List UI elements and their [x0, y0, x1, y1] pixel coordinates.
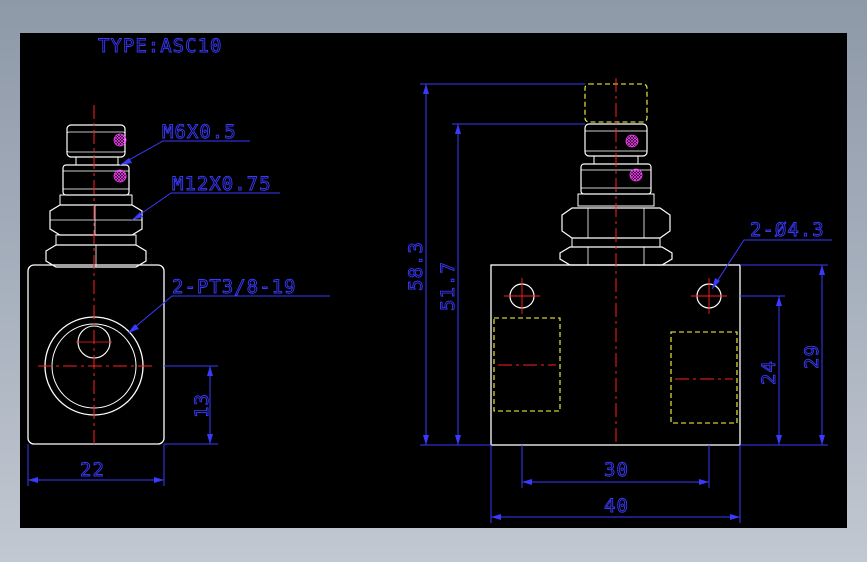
front-view [490, 78, 741, 446]
dim-total-height: 58.3 [405, 241, 427, 291]
callout-port: 2-PT3/8-19 [172, 276, 296, 298]
side-view [27, 105, 165, 445]
dim-body-height: 29 [801, 344, 823, 369]
hex-nut [49, 204, 143, 236]
dim-width-side: 22 [80, 459, 105, 481]
callout-thread-cap: M6X0.5 [162, 121, 237, 143]
front-view-dims [420, 83, 832, 523]
callout-thread-nut: M12X0.75 [172, 173, 272, 195]
hidden-port-left [493, 317, 561, 412]
knurl-mark [629, 168, 643, 182]
side-body [27, 264, 165, 445]
knurl-mark [113, 133, 127, 147]
hidden-port-right [670, 331, 738, 424]
side-view-dims [27, 140, 330, 486]
knurl-mark [113, 169, 127, 183]
dim-height-to-knob: 51.7 [437, 261, 459, 311]
knurl-mark [625, 134, 639, 148]
dim-body-width: 40 [604, 495, 629, 517]
cad-viewport[interactable]: TYPE:ASC10 [20, 33, 847, 528]
hex-nut [561, 207, 671, 239]
dim-height-port: 13 [191, 393, 213, 418]
dim-hole-spacing: 30 [604, 459, 629, 481]
dim-port-height: 24 [758, 360, 780, 385]
hex-nut-lower [45, 244, 147, 268]
cad-drawing: TYPE:ASC10 [27, 35, 832, 523]
type-label: TYPE:ASC10 [98, 35, 222, 57]
callout-holes: 2-Ø4.3 [750, 219, 825, 241]
hex-nut-lower [559, 246, 673, 266]
